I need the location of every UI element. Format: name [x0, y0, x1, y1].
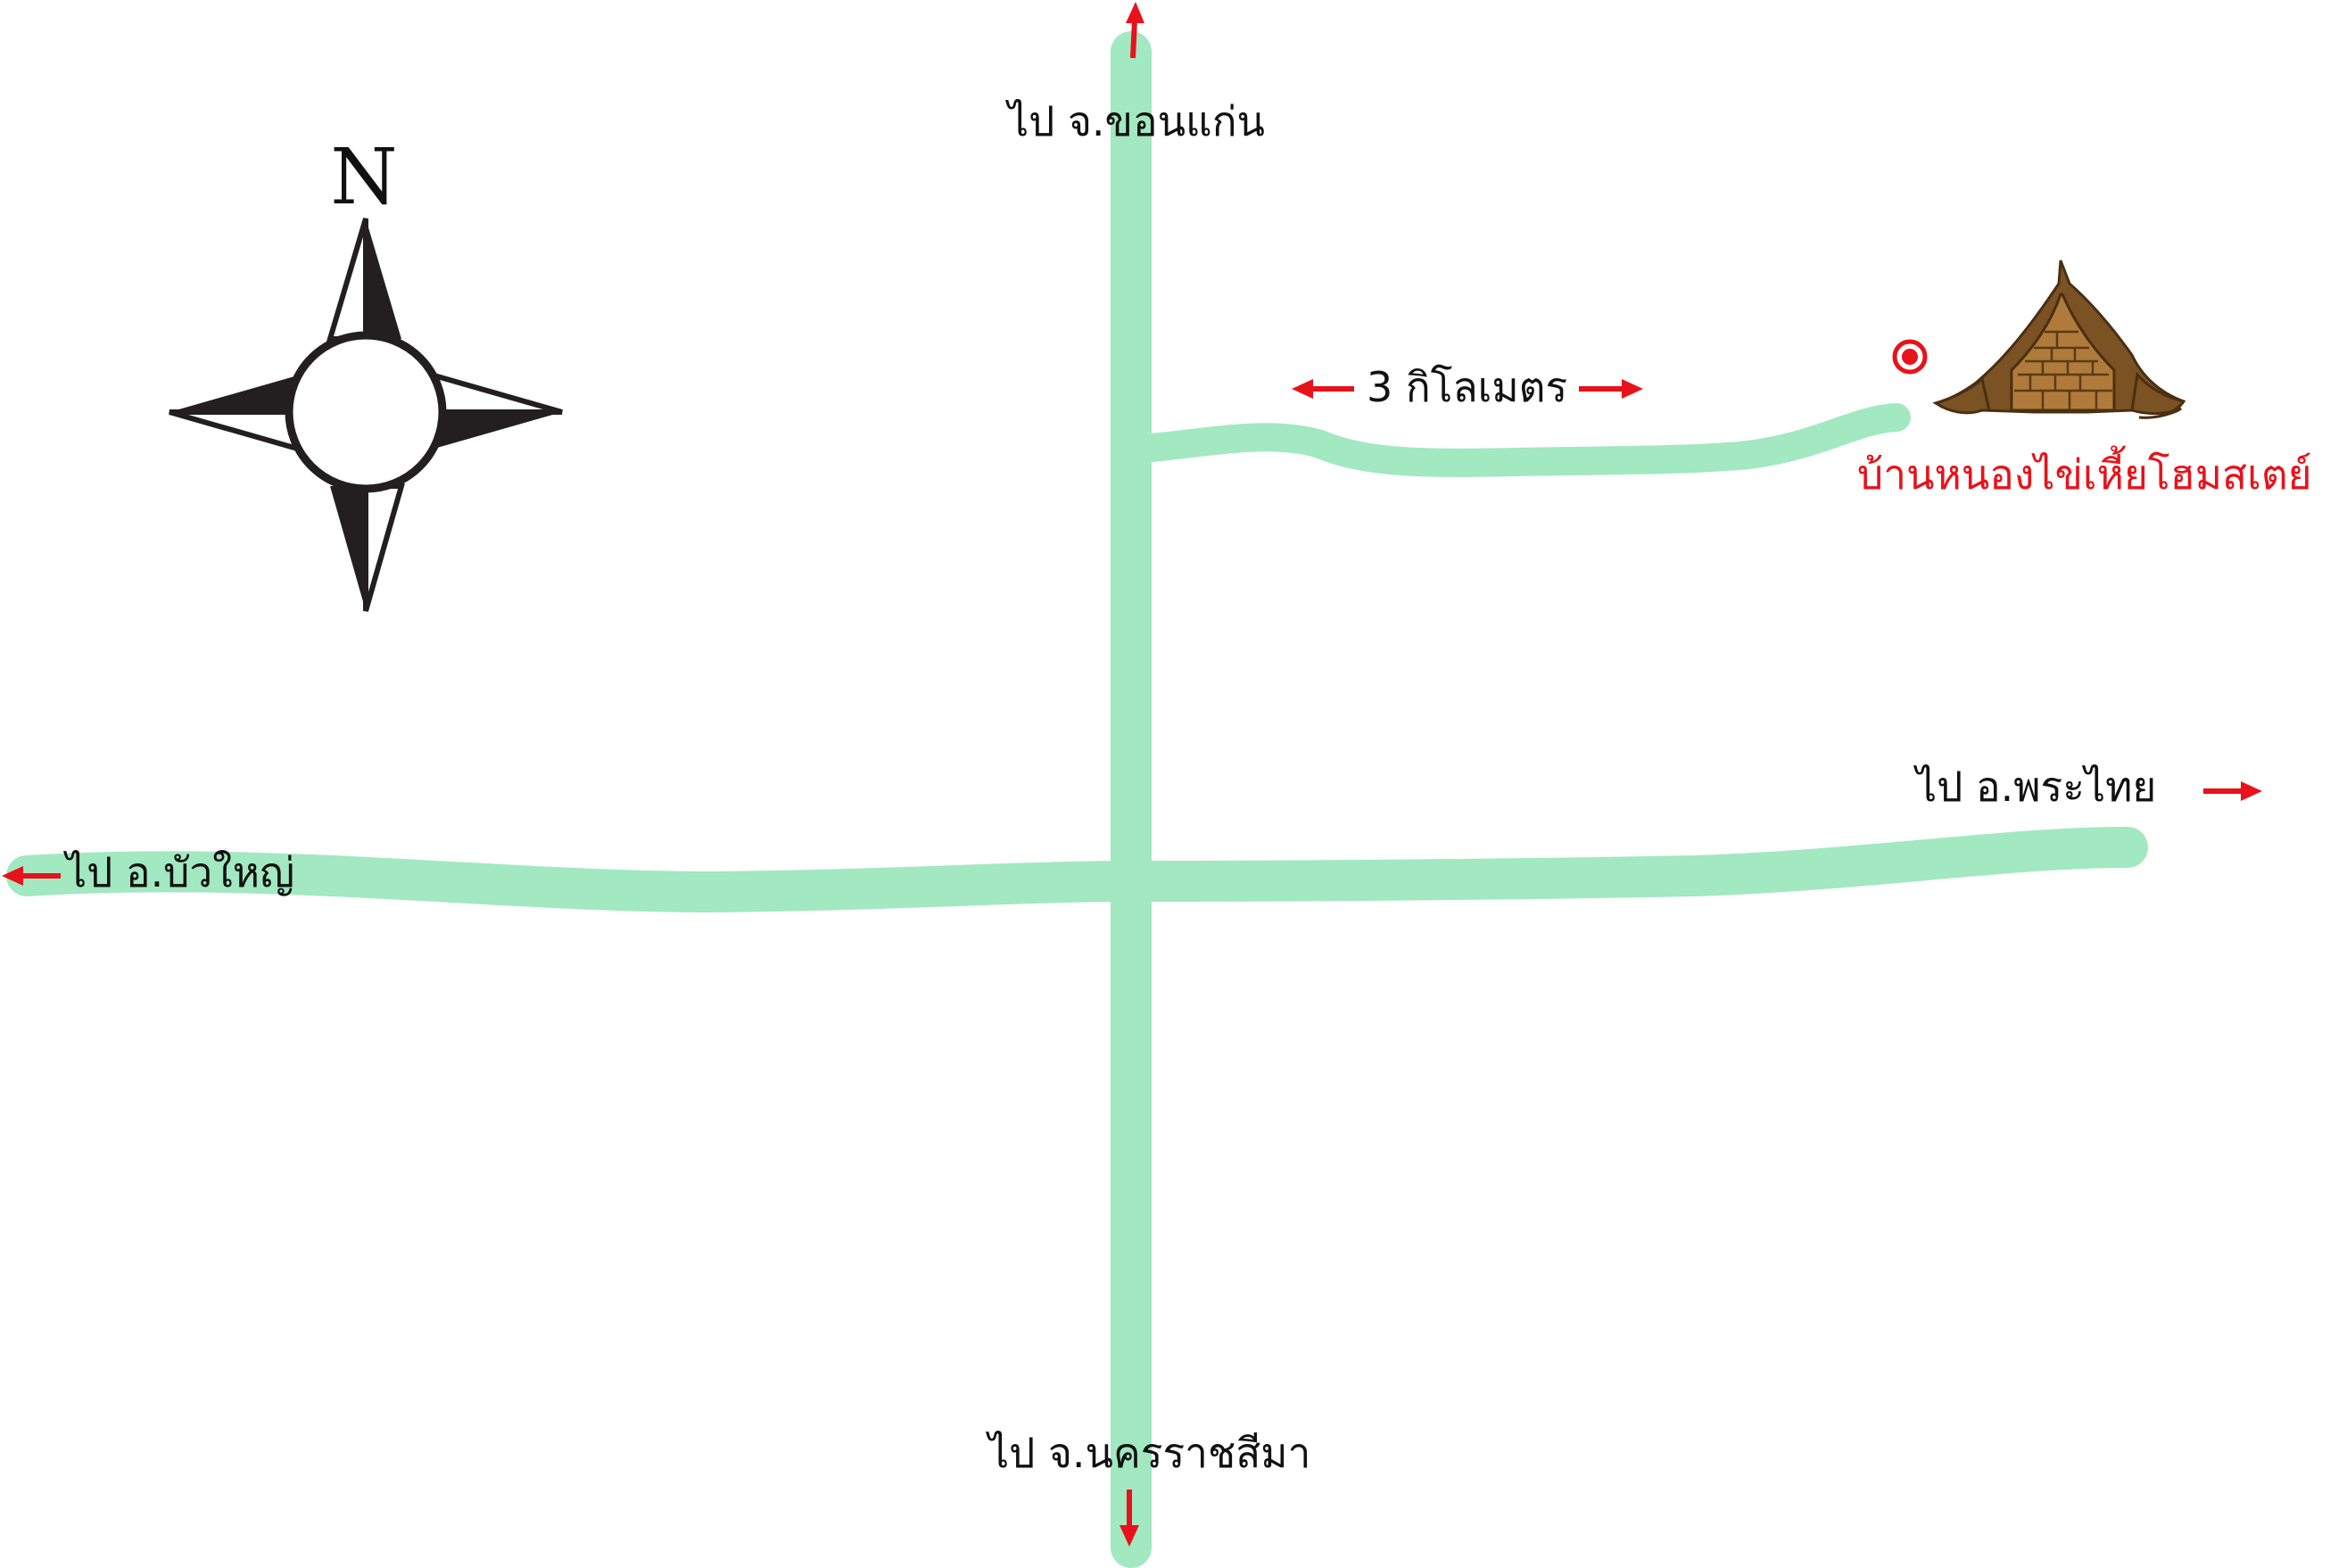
direction-arrows	[2, 2, 2262, 1547]
compass-rose-icon: N	[169, 133, 563, 612]
arrow-west-icon	[2, 866, 61, 886]
compass-north-label: N	[330, 133, 397, 222]
label-distance: 3 กิโลเมตร	[1367, 363, 1567, 411]
arrow-east-icon	[2203, 781, 2262, 801]
arrow-south-icon	[1120, 1490, 1139, 1547]
distance-arrow-right-icon	[1579, 379, 1643, 399]
road-branch-to-homestay	[1117, 403, 1911, 477]
label-east-destination: ไป อ.พระไทย	[1913, 763, 2156, 811]
label-north-destination: ไป จ.ขอนแก่น	[1004, 97, 1265, 145]
arrow-north-icon	[1126, 2, 1144, 59]
label-destination: บ้านหนองไข่เหี้ยโฮมสเตย์	[1857, 445, 2312, 499]
map-labels: ไป จ.ขอนแก่น ไป จ.นครราชสีมา ไป อ.บัวใหญ…	[62, 97, 2312, 1477]
distance-arrow-left-icon	[1292, 379, 1354, 399]
label-south-destination: ไป จ.นครราชสีมา	[985, 1429, 1310, 1477]
location-target-icon	[1892, 339, 1928, 375]
roads	[6, 31, 2148, 1568]
thai-house-roof-icon	[1932, 260, 2186, 419]
label-west-destination: ไป อ.บัวใหญ่	[62, 848, 294, 896]
road-east-west	[6, 827, 2148, 912]
